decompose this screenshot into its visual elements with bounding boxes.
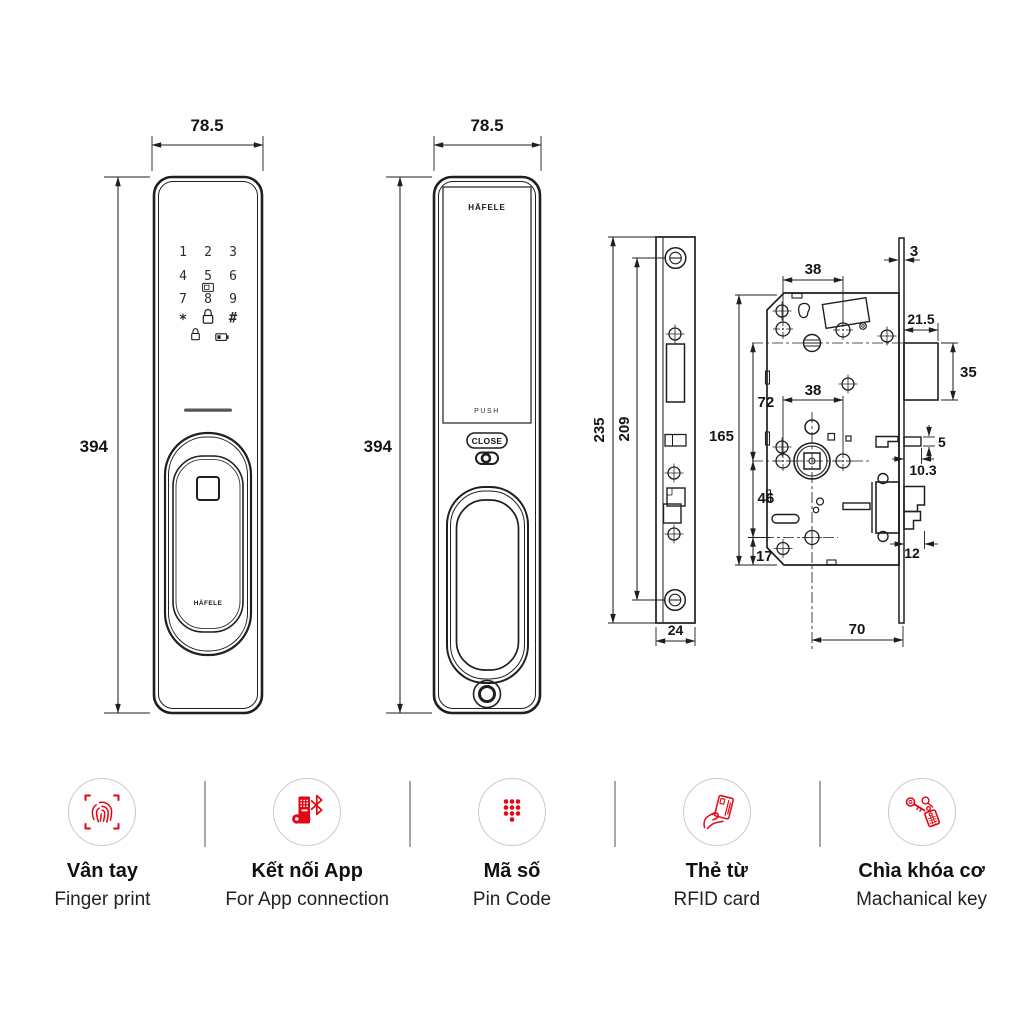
back-width-label: 78.5 [470,116,503,135]
back-push-panel [442,186,532,424]
card-sensor-icon [202,282,214,292]
deadbolt-cutout [662,487,686,524]
feature-divider [614,781,616,847]
cylinder-screw [802,333,822,353]
aux-bolt-height-label: 5 [938,434,946,450]
feature-label-vi: Vân tay [66,860,138,882]
feature-label-en: Pin Code [472,889,552,910]
feature-divider [819,781,821,847]
close-label: CLOSE [472,436,503,446]
key-1: 1 [179,245,187,260]
feature-rfid: Thẻ từ RFID card [614,778,819,911]
aux-bolt-depth-label: 10.3 [909,462,936,478]
back-height-label: 394 [364,437,393,456]
star-key: * [179,312,187,328]
lock-case [766,292,900,566]
feature-pin-code: Mã số Pin Code [410,778,615,911]
hub-hole-span-label: 38 [805,382,822,399]
indicator-window [664,433,687,447]
feature-app-connection: Kết nối App For App connection [205,778,410,911]
body-height-label: 165 [709,428,734,445]
back-bottom-button [472,679,502,709]
latch-cutout [665,343,686,403]
fingerprint-icon [68,778,137,846]
feature-divider [409,781,411,847]
key-3: 3 [229,245,237,260]
front-handle: HÄFELE [163,431,253,657]
key-9: 9 [229,292,237,307]
side-faceplate [898,237,905,624]
technical-drawing: 78.5 394 1 2 3 4 5 6 7 8 9 * [80,116,977,715]
front-brand-logo: HÄFELE [194,599,223,607]
rfid-card-icon [682,778,751,846]
key-2: 2 [204,245,212,260]
key-7: 7 [179,292,187,307]
faceplate-thickness-label: 3 [910,243,918,260]
faceplate-view: 235 209 24 [591,236,696,646]
deadbolt-throw-label: 12 [904,545,920,561]
app-connection-icon [273,778,342,846]
features-row: Vân tay Finger print Kết nối App For App… [0,778,1024,911]
front-height-label: 394 [80,437,109,456]
mid-section-label: 46 [758,490,775,507]
deadbolt [871,472,926,543]
lock-body-view: 165 72 46 17 38 38 70 3 21.5 35 [709,237,977,650]
battery-icon [215,333,229,341]
faceplate-bottom-screw [663,588,687,612]
latch-bolt [903,342,939,401]
faceplate-width-label: 24 [668,622,684,638]
feature-label-vi: Thẻ từ [685,860,748,882]
feature-fingerprint: Vân tay Finger print [0,778,205,911]
front-keypad: 1 2 3 4 5 6 7 8 9 * # [179,245,238,341]
back-view: 78.5 394 HÄFELE PUSH CLOSE [364,116,542,715]
key-5: 5 [204,269,212,284]
back-body [432,175,542,715]
upper-section-label: 72 [758,394,775,411]
lever-plate [821,296,871,330]
lock-key-icon [202,308,214,324]
feature-label-vi: Mã số [483,860,541,882]
backset-label: 70 [849,621,866,638]
feature-label-vi: Chìa khóa cơ [858,860,985,882]
aux-bolt-inner [875,435,899,448]
back-brand-logo: HÄFELE [468,203,505,212]
key-8: 8 [204,292,212,307]
feature-divider [204,781,206,847]
mechanical-key-icon [887,778,956,846]
front-body [152,175,264,715]
feature-label-en: Machanical key [856,889,988,910]
fingerprint-sensor [196,476,220,501]
front-width-label: 78.5 [190,116,223,135]
privacy-toggle [475,451,499,465]
faceplate-screw-span-label: 209 [616,416,633,441]
faceplate-top-screw [664,246,687,270]
latch-height-label: 35 [960,364,977,381]
feature-label-en: For App connection [225,889,390,910]
led-bar [184,408,232,412]
close-button [466,432,508,449]
feature-mechanical-key: Chìa khóa cơ Machanical key [819,778,1024,911]
back-handle-recess [446,486,529,684]
front-view: 78.5 394 1 2 3 4 5 6 7 8 9 * [80,116,264,715]
faceplate-height-label: 235 [591,417,608,442]
feature-label-en: RFID card [673,889,761,910]
aux-bolt-pin [903,436,922,447]
top-hole-span-label: 38 [805,261,822,278]
spindle-hub [793,442,831,480]
push-label: PUSH [474,408,500,415]
hash-key: # [229,311,238,327]
bottom-section-label: 17 [756,548,773,565]
feature-label-vi: Kết nối App [251,860,363,882]
key-4: 4 [179,269,187,284]
feature-label-en: Finger print [54,889,151,910]
key-6: 6 [229,269,237,284]
latch-depth-label: 21.5 [907,311,934,327]
pin-code-icon [477,778,546,846]
status-lock-icon [191,328,200,341]
